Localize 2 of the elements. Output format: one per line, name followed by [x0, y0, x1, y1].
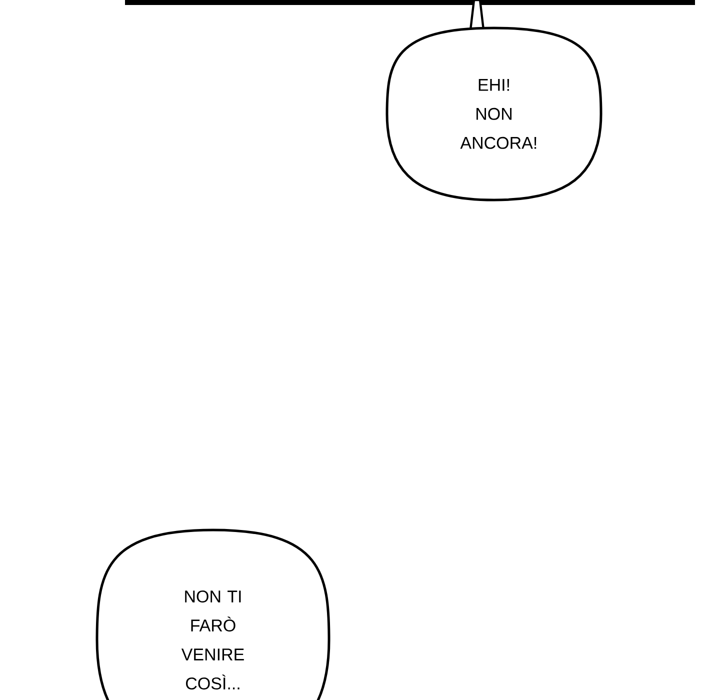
speech-bubble: EHI! NON ANCORA! — [386, 0, 602, 202]
speech-bubble: NON TI FARÒ VENIRE COSÌ... — [96, 528, 330, 700]
